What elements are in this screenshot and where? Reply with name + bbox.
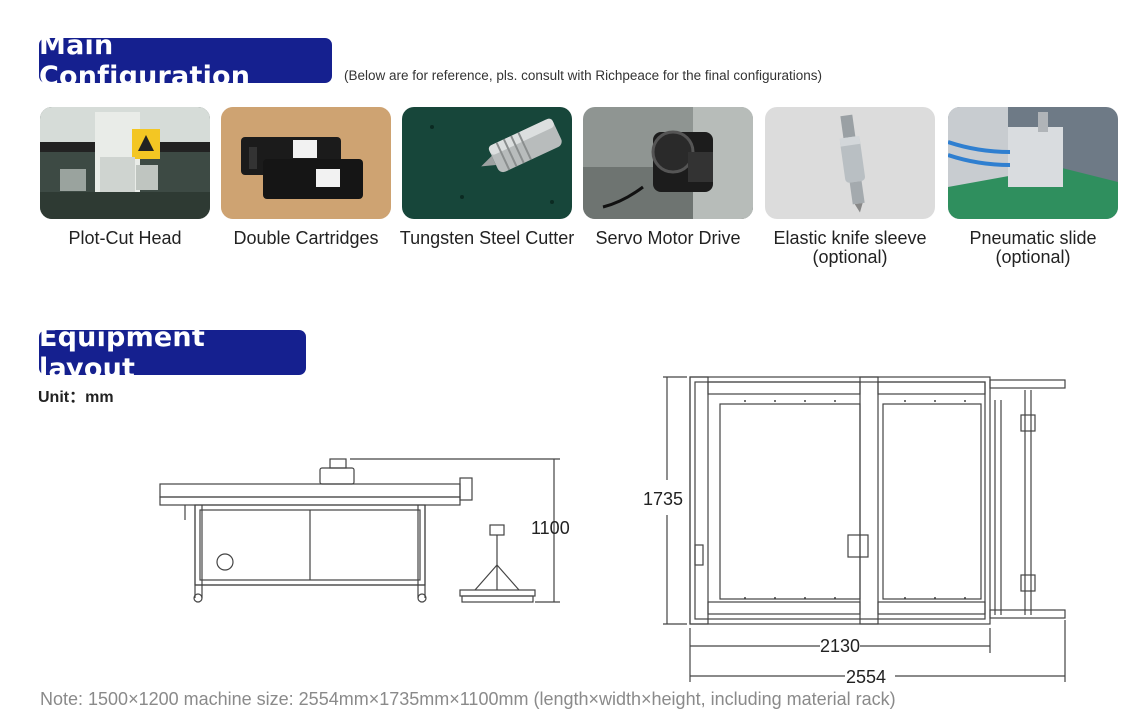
- height-dimension: 1100: [531, 518, 570, 538]
- caption-elastic-knife-sleeve: Elastic knife sleeve(optional): [773, 228, 927, 267]
- tungsten-steel-cutter-photo: [402, 107, 572, 219]
- configuration-disclaimer: (Below are for reference, pls. consult w…: [344, 68, 822, 83]
- size-note: Note: 1500×1200 machine size: 2554mm×173…: [40, 689, 896, 709]
- pneumatic-slide-photo: [948, 107, 1118, 219]
- width-dimension: 1735: [643, 489, 684, 509]
- side-view-drawing: [159, 458, 560, 603]
- caption-pneumatic-slide: Pneumatic slide(optional): [969, 228, 1097, 267]
- plot-cut-head-photo: [40, 107, 210, 219]
- equipment-layout-title: Equipment layout: [39, 322, 306, 384]
- elastic-knife-sleeve-photo: [765, 107, 935, 219]
- caption-double-cartridges: Double Cartridges: [233, 228, 379, 248]
- main-configuration-title: Main Configuration: [39, 30, 332, 92]
- caption-servo-motor-drive: Servo Motor Drive: [595, 228, 741, 248]
- caption-plot-cut-head: Plot-Cut Head: [68, 228, 182, 248]
- servo-motor-drive-photo: [583, 107, 753, 219]
- double-cartridges-photo: [221, 107, 391, 219]
- inner-length-dimension: 2130: [820, 636, 861, 656]
- caption-tungsten-steel-cutter: Tungsten Steel Cutter: [399, 228, 575, 248]
- unit-label: Unit：mm: [38, 389, 114, 406]
- total-length-dimension: 2554: [846, 667, 887, 687]
- top-view-drawing: [663, 376, 1066, 682]
